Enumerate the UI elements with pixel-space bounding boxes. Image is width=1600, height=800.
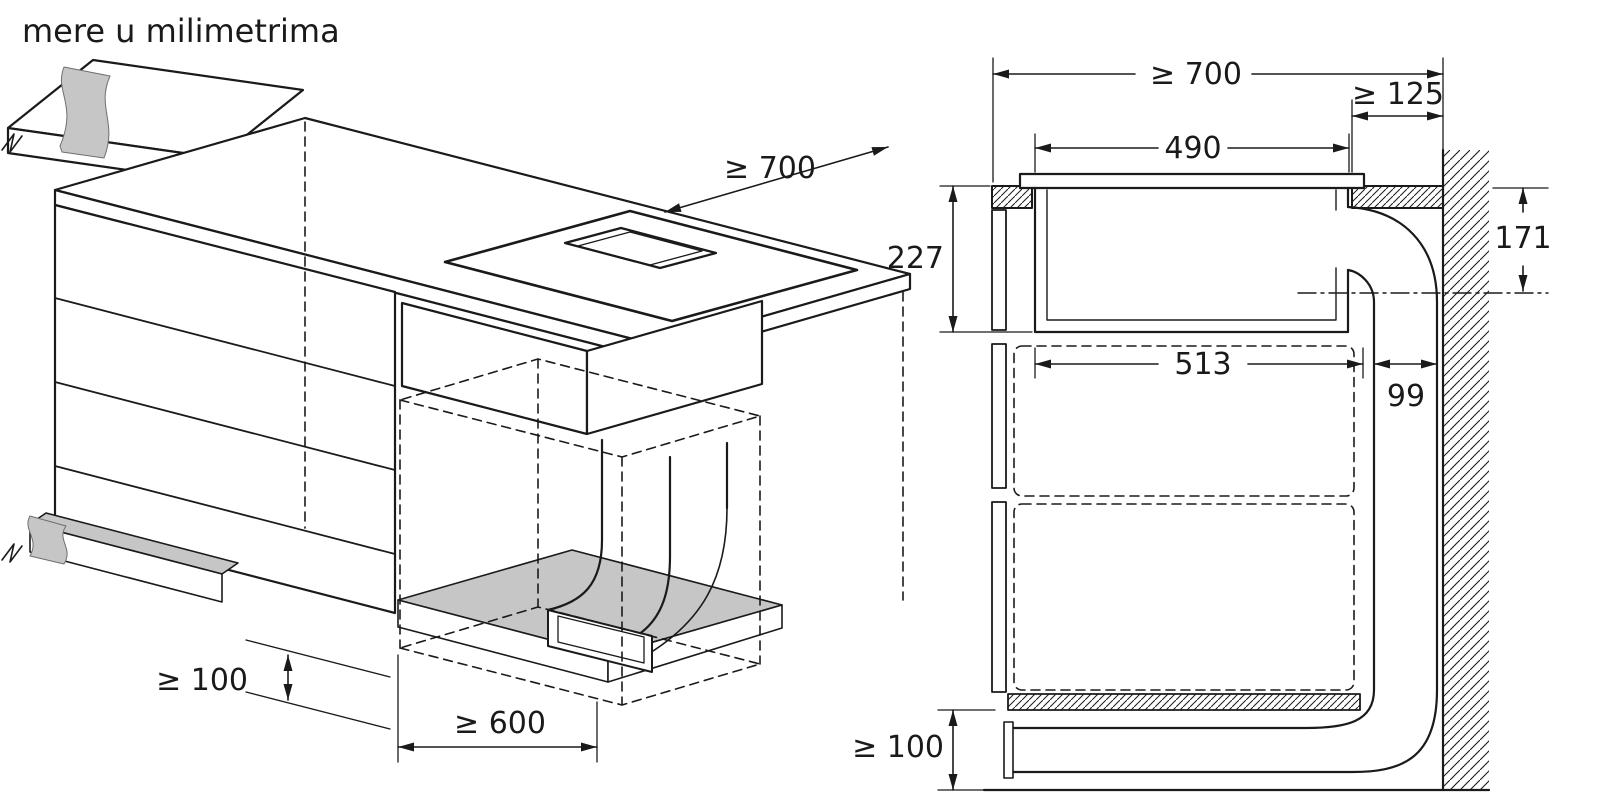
worktop-section (991, 185, 1444, 209)
dim-iso-base-depth: ≥ 600 (397, 654, 598, 763)
dim-label: 490 (1164, 131, 1221, 166)
dim-label: ≥ 700 (1150, 57, 1242, 92)
drawer-hidden (1013, 345, 1355, 497)
cabinet-bottom-panel (1007, 693, 1361, 711)
dim-iso-plinth-height: ≥ 100 (156, 639, 391, 730)
dim-sec-outlet-axis: 171 (1492, 187, 1552, 292)
hob-body-inner (1046, 189, 1337, 321)
side-panel-segment (991, 209, 1007, 331)
dim-label: ≥ 100 (852, 730, 944, 765)
duct-outer-wall (1010, 205, 1439, 774)
dim-sec-duct-channel: 99 (1373, 359, 1438, 414)
dim-label: ≥ 600 (454, 706, 546, 741)
dim-label: 171 (1494, 221, 1551, 256)
dim-label: ≥ 125 (1352, 77, 1444, 112)
dim-sec-worktop-depth: ≥ 700 (992, 57, 1444, 183)
duct-end-flange (1003, 721, 1014, 779)
dim-label: 99 (1387, 379, 1425, 414)
dim-label: ≥ 700 (724, 151, 816, 186)
ventilation-box (400, 299, 764, 436)
duct-inner-wall (1010, 268, 1376, 730)
down-duct-elbow (546, 438, 729, 673)
wall (1441, 148, 1489, 792)
plinth-duct-left (1, 512, 239, 603)
cabinet-section (991, 209, 1361, 711)
hob-section (1018, 172, 1366, 334)
section-view: ≥ 700 ≥ 125 490 227 171 (852, 57, 1552, 792)
dim-sec-rear-clearance: ≥ 125 (1351, 77, 1444, 173)
break-mark-icon (1, 133, 23, 153)
break-mark-icon (1, 543, 23, 563)
drawer-lines (54, 297, 396, 555)
units-label: mere u milimetrima (22, 12, 340, 50)
side-panel-segment (991, 343, 1007, 489)
duct-break-shading (27, 515, 68, 565)
side-panel-segment (991, 501, 1007, 693)
dim-sec-niche-width: 513 (1034, 347, 1364, 382)
dim-iso-depth: ≥ 700 (664, 146, 889, 213)
hidden-edges (304, 121, 904, 706)
hob-glass (1018, 172, 1366, 190)
exhaust-duct-upper (1, 58, 305, 185)
duct-break-shading (59, 66, 111, 159)
duct-outlet-flange (547, 609, 653, 673)
duct-section (1003, 205, 1439, 779)
hob-top (443, 209, 859, 323)
dim-sec-cutout: 490 (1034, 131, 1350, 173)
dim-label: ≥ 100 (156, 663, 248, 698)
hob-body-outer (1033, 186, 1350, 334)
plinth-duct-platform (397, 549, 783, 683)
dim-sec-plinth-height: ≥ 100 (852, 709, 996, 791)
dim-label: 227 (887, 241, 944, 276)
drawer-hidden (1013, 503, 1355, 691)
dim-label: 513 (1174, 347, 1231, 382)
isometric-view: ≥ 700 ≥ 100 ≥ 600 (1, 58, 912, 763)
dim-sec-appliance-depth: 227 (887, 185, 1033, 333)
base-cabinet (53, 203, 397, 615)
